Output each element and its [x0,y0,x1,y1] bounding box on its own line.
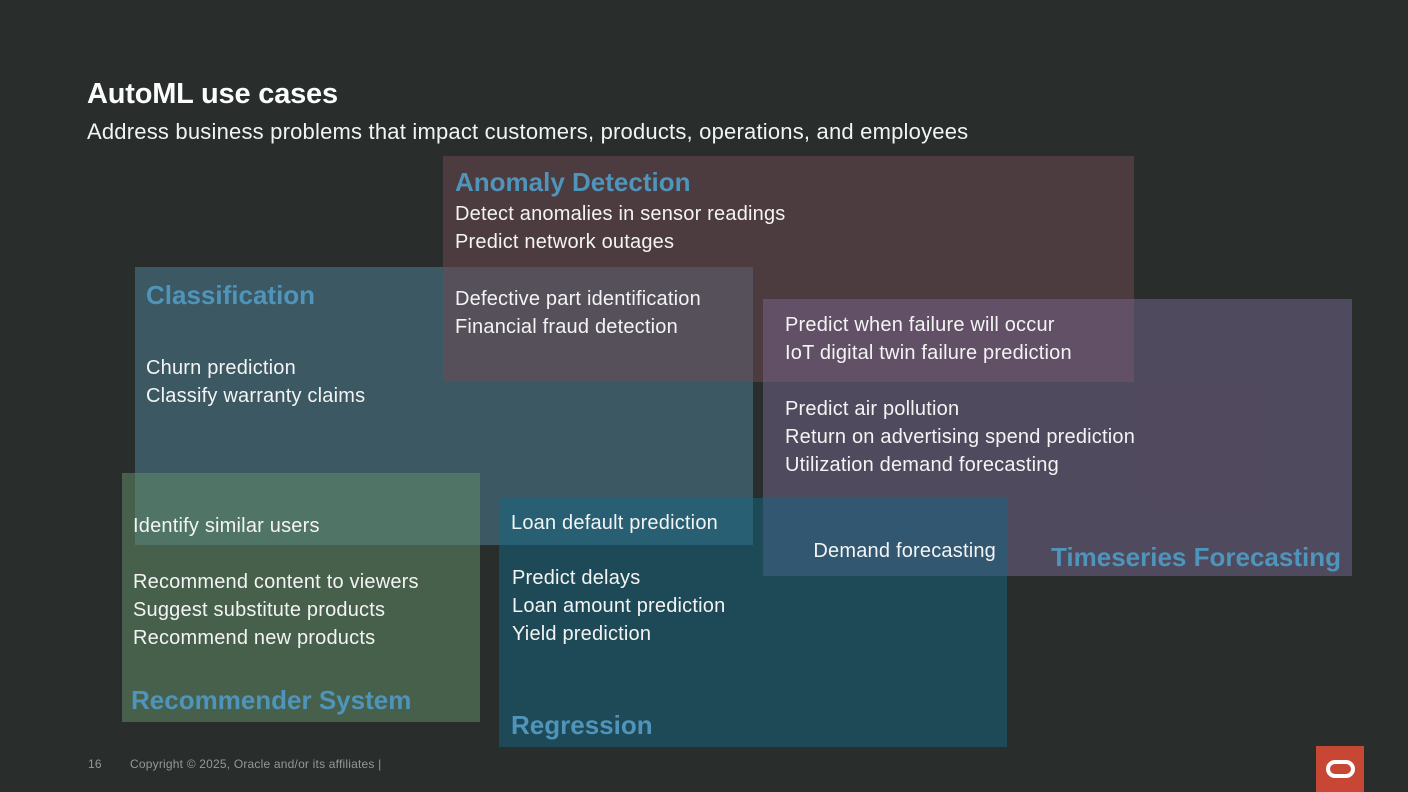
use-case-item: Churn prediction [146,357,296,379]
use-case-item: IoT digital twin failure prediction [785,342,1072,364]
use-case-item: Yield prediction [512,623,652,645]
classification-items: Churn prediction Classify warranty claim… [146,354,365,410]
use-case-item: Identify similar users [133,515,320,537]
use-case-item: Financial fraud detection [455,316,678,338]
copyright-text: Copyright © 2025, Oracle and/or its affi… [130,757,382,771]
use-case-item: Predict air pollution [785,398,960,420]
page-title: AutoML use cases [87,78,338,110]
use-case-item: Predict delays [512,567,641,589]
use-case-item: Recommend content to viewers [133,571,419,593]
recommender-system-title: Recommender System [131,685,412,715]
use-case-item: Loan default prediction [511,512,718,534]
classification-title: Classification [146,280,316,310]
anomaly-detection-items: Detect anomalies in sensor readings Pred… [455,200,786,256]
regression-title: Regression [511,710,653,740]
use-case-item: Suggest substitute products [133,599,386,621]
anomaly-timeseries-overlap-items: Predict when failure will occur IoT digi… [785,311,1072,367]
classification-recommender-overlap-item: Identify similar users [133,512,320,540]
timeseries-forecasting-title: Timeseries Forecasting [1051,542,1341,572]
use-case-item: Demand forecasting [813,540,996,562]
regression-items: Predict delays Loan amount prediction Yi… [512,564,725,648]
use-case-item: Predict network outages [455,231,675,253]
use-case-item: Classify warranty claims [146,385,366,407]
use-case-item: Defective part identification [455,288,701,310]
page-subtitle: Address business problems that impact cu… [87,119,969,144]
page-number: 16 [88,757,102,771]
use-case-item: Return on advertising spend prediction [785,426,1136,448]
oracle-logo [1316,746,1364,792]
regression-box [499,498,1007,747]
use-case-item: Predict when failure will occur [785,314,1055,336]
recommender-system-box [122,473,480,722]
timeseries-items: Predict air pollution Return on advertis… [785,395,1135,479]
use-case-item: Utilization demand forecasting [785,454,1059,476]
use-case-item: Recommend new products [133,627,376,649]
anomaly-classification-overlap-items: Defective part identification Financial … [455,285,701,341]
use-case-item: Detect anomalies in sensor readings [455,203,786,225]
oracle-o-icon [1325,760,1355,778]
recommender-items: Recommend content to viewers Suggest sub… [133,568,419,652]
timeseries-regression-overlap-item: Demand forecasting [763,537,996,565]
use-case-item: Loan amount prediction [512,595,726,617]
anomaly-detection-title: Anomaly Detection [455,167,691,197]
classification-regression-overlap-item: Loan default prediction [511,509,718,537]
